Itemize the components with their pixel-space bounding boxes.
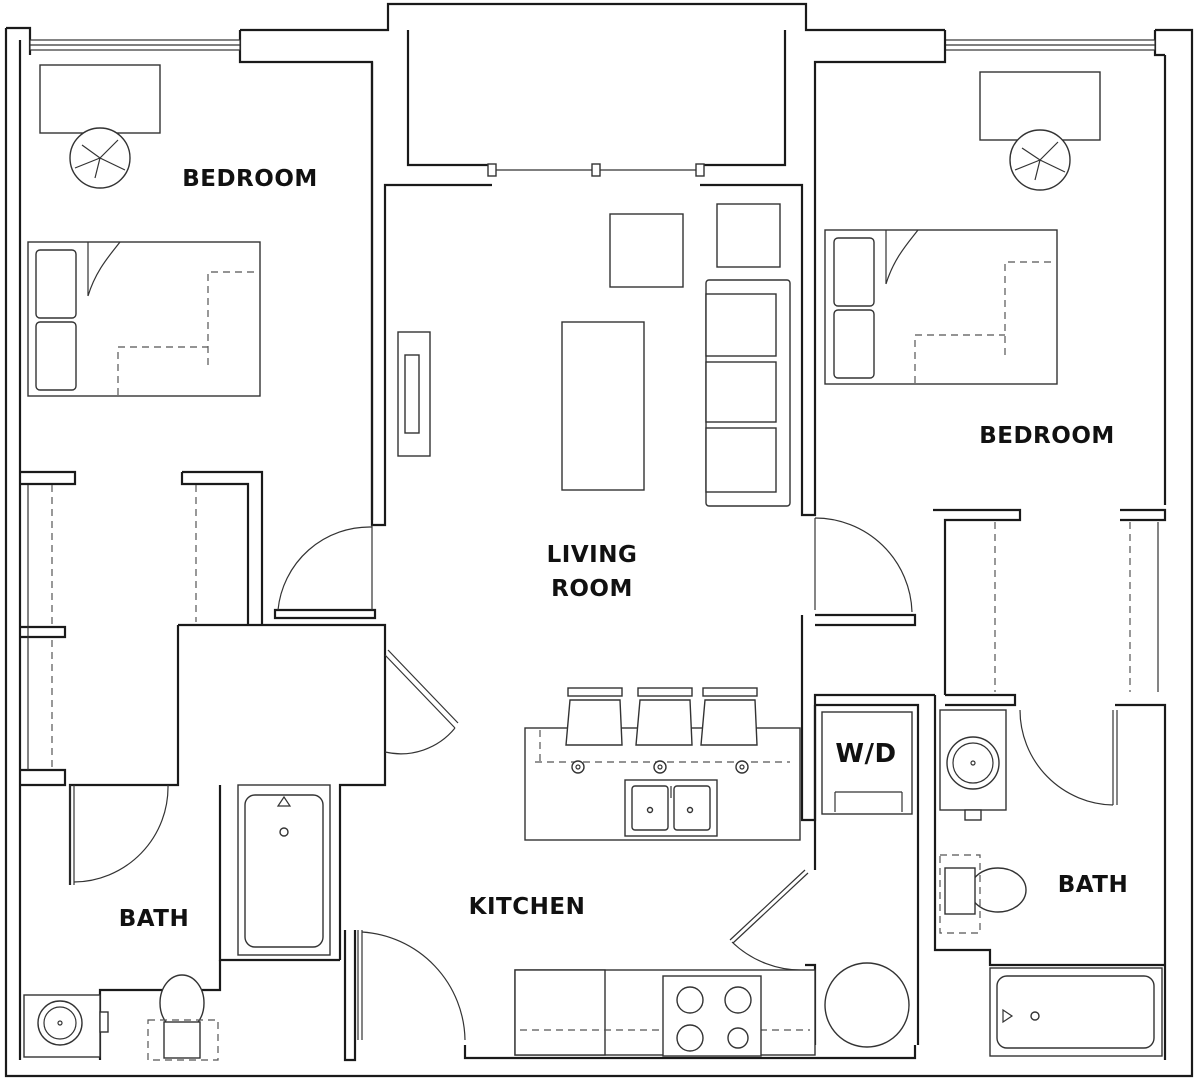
doors	[69, 517, 1118, 1041]
label-living-line2: ROOM	[551, 576, 633, 602]
desk-left	[39, 64, 161, 134]
living-room-furniture	[397, 203, 791, 507]
chair-left	[69, 127, 131, 189]
desk-right	[979, 71, 1101, 141]
bath-left-fixtures	[23, 784, 331, 1061]
bedroom-left-furniture	[27, 64, 261, 397]
chair-right	[1009, 129, 1071, 191]
bedroom-right-furniture	[824, 71, 1101, 385]
room-labels: BEDROOM BEDROOM LIVING ROOM KITCHEN BATH…	[119, 166, 1128, 932]
label-bedroom-right: BEDROOM	[979, 423, 1115, 449]
label-bedroom-left: BEDROOM	[182, 166, 318, 192]
bath-right-fixtures	[939, 709, 1163, 1057]
sofa	[705, 279, 791, 507]
coffee-table	[561, 321, 645, 491]
washer-dryer	[821, 711, 913, 815]
side-table-2	[716, 203, 781, 268]
interior-walls	[20, 30, 1167, 1060]
label-living-line1: LIVING	[547, 542, 638, 568]
closet-doors	[27, 485, 1159, 770]
toilet-left	[147, 974, 219, 1061]
water-heater	[824, 962, 910, 1048]
side-table-1	[609, 213, 684, 288]
label-bath-left: BATH	[119, 906, 189, 932]
windows	[29, 39, 1156, 177]
label-wd: W/D	[835, 739, 896, 769]
kitchen-counter	[514, 962, 910, 1057]
sink	[624, 779, 718, 837]
label-kitchen: KITCHEN	[469, 894, 586, 920]
kitchen-island	[524, 687, 801, 841]
exterior-walls	[4, 2, 1194, 1078]
stools	[565, 687, 758, 746]
label-bath-right: BATH	[1058, 872, 1128, 898]
toilet-right	[939, 854, 1027, 934]
